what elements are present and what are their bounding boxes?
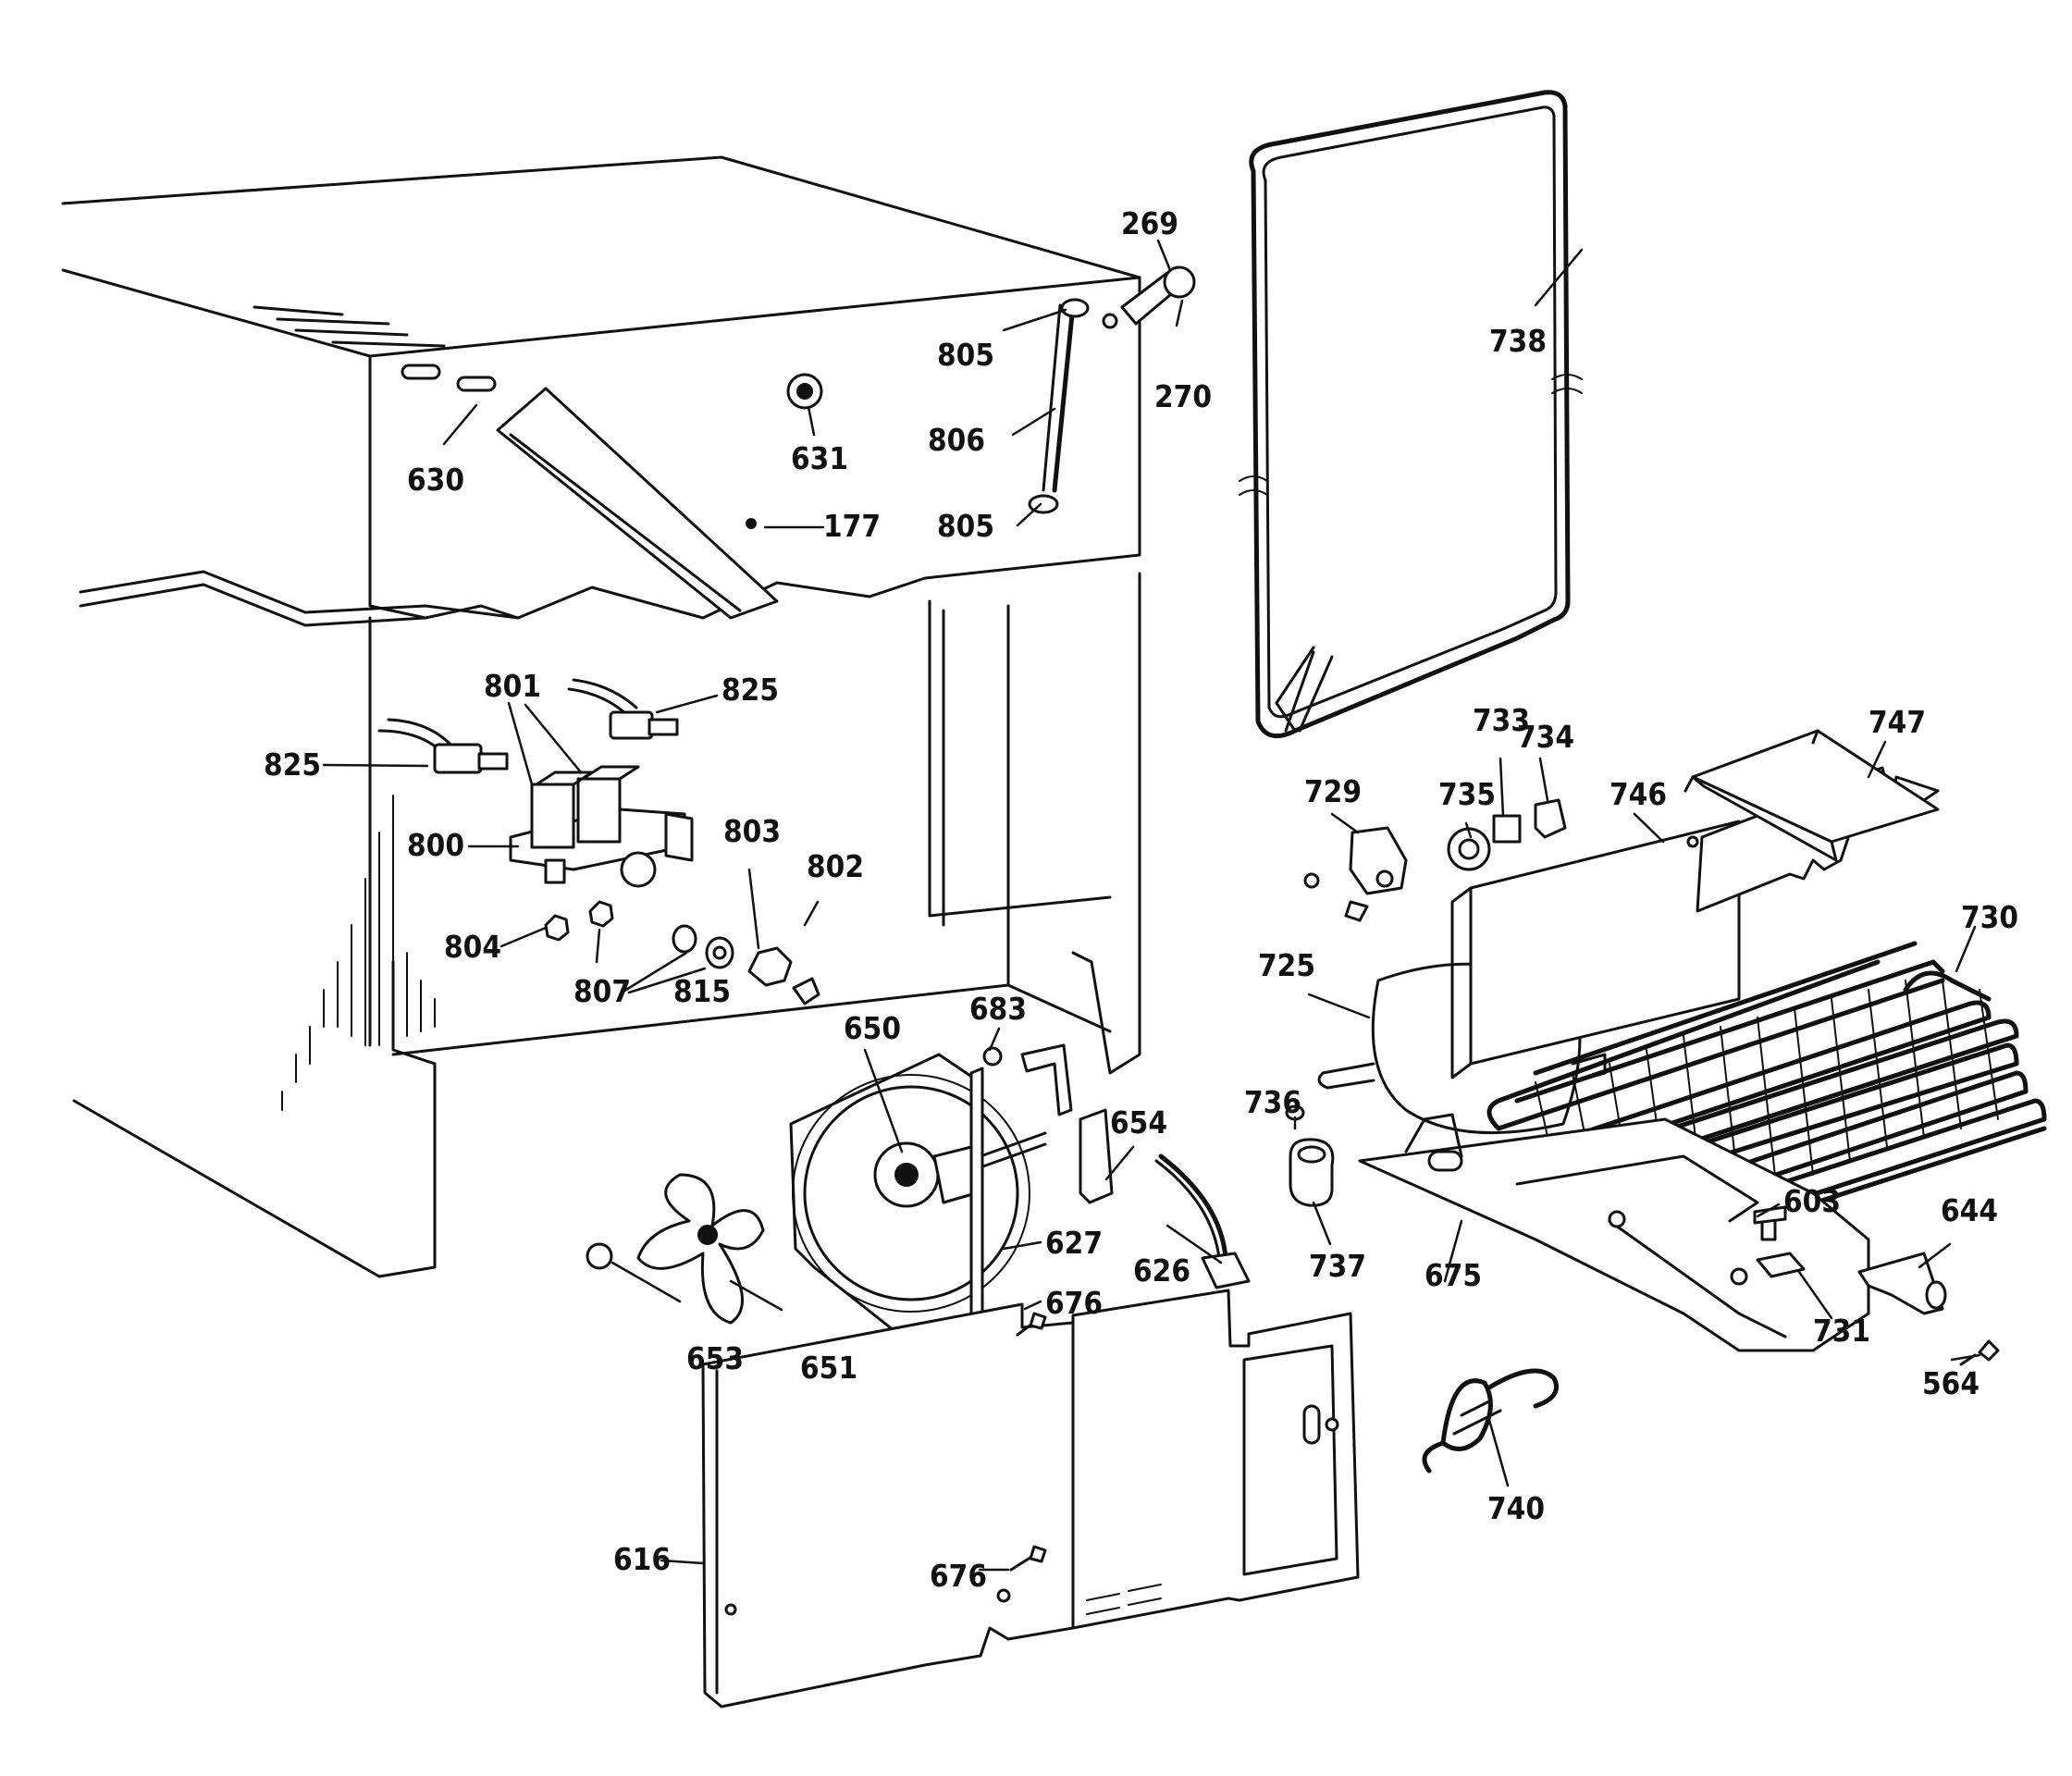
callout-564: 564 xyxy=(1922,1365,1980,1401)
callout-802: 802 xyxy=(807,848,864,884)
refrigerator-cabinet xyxy=(61,155,1141,1278)
callout-746: 746 xyxy=(1610,776,1667,812)
callout-627: 627 xyxy=(1045,1225,1103,1261)
callout-603: 603 xyxy=(1783,1183,1841,1219)
valve-hardware xyxy=(544,900,820,1005)
fan-nut xyxy=(586,1242,613,1270)
callout-644: 644 xyxy=(1941,1192,1998,1228)
callout-731: 731 xyxy=(1813,1313,1870,1349)
leader-lines xyxy=(322,239,1981,1572)
water-tube-assembly xyxy=(1028,265,1196,514)
callout-825-right: 825 xyxy=(722,672,779,708)
callout-676-upper: 676 xyxy=(1045,1285,1103,1321)
callout-815: 815 xyxy=(673,973,731,1009)
callout-651: 651 xyxy=(800,1350,857,1386)
callout-804: 804 xyxy=(444,929,501,965)
wire-harness xyxy=(1422,1368,1559,1474)
callout-653: 653 xyxy=(686,1340,744,1376)
callout-805-top: 805 xyxy=(937,337,994,373)
callout-800: 800 xyxy=(407,827,464,863)
callout-269: 269 xyxy=(1121,205,1178,241)
callout-683: 683 xyxy=(969,991,1027,1027)
condenser-fan-shroud xyxy=(789,1053,1047,1371)
callout-735: 735 xyxy=(1438,776,1496,812)
callout-740: 740 xyxy=(1487,1490,1545,1526)
door-gasket xyxy=(1239,90,1583,739)
callout-729: 729 xyxy=(1304,773,1362,809)
water-valve-assembly xyxy=(377,678,694,888)
callout-630: 630 xyxy=(407,462,464,498)
callout-806: 806 xyxy=(928,422,985,458)
callout-825-left: 825 xyxy=(264,746,321,783)
callout-801: 801 xyxy=(484,668,541,704)
callout-labels: 269 270 805 806 805 630 631 177 738 801 … xyxy=(264,205,2018,1594)
callout-650: 650 xyxy=(844,1010,901,1046)
callout-747: 747 xyxy=(1868,704,1926,740)
right-brackets xyxy=(1684,729,2000,1366)
callout-805-bottom: 805 xyxy=(937,508,994,544)
callout-631: 631 xyxy=(791,440,848,476)
callout-616: 616 xyxy=(613,1541,671,1577)
callout-738: 738 xyxy=(1489,323,1547,359)
condenser-coil xyxy=(1486,941,2047,1242)
callout-807: 807 xyxy=(574,973,631,1009)
fan-brackets xyxy=(982,1043,1251,1343)
callout-730: 730 xyxy=(1961,899,2018,935)
rear-access-cover xyxy=(701,1289,1360,1708)
screws xyxy=(1009,1312,1047,1572)
callout-270: 270 xyxy=(1154,378,1212,414)
hatching xyxy=(281,795,436,1111)
callout-177: 177 xyxy=(823,508,881,544)
callout-803: 803 xyxy=(723,813,781,849)
callout-736: 736 xyxy=(1244,1084,1301,1120)
callout-675: 675 xyxy=(1424,1257,1482,1293)
fan-blade xyxy=(636,1173,765,1325)
callout-626: 626 xyxy=(1133,1252,1190,1289)
mounting-grommet xyxy=(1285,1104,1335,1207)
callout-654: 654 xyxy=(1110,1104,1167,1141)
callout-734: 734 xyxy=(1517,719,1574,755)
callout-737: 737 xyxy=(1309,1248,1366,1284)
callout-725: 725 xyxy=(1258,947,1315,983)
callout-676-lower: 676 xyxy=(930,1558,987,1594)
callout-733: 733 xyxy=(1473,702,1530,738)
base-pan xyxy=(1358,1113,1870,1352)
